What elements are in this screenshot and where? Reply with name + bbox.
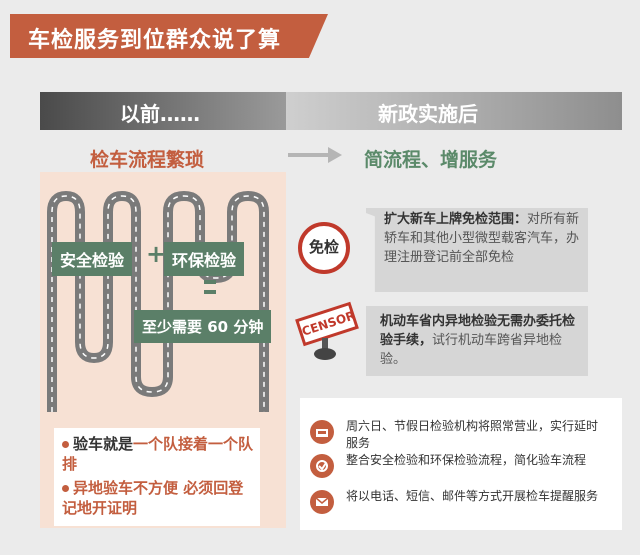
exempt-badge: 免检 xyxy=(298,222,350,274)
bullet-icon xyxy=(62,485,69,492)
page-title: 车检服务到位群众说了算 xyxy=(28,28,282,53)
stamp-icon: CENSOR xyxy=(295,301,359,368)
equals-icon xyxy=(204,280,216,296)
exempt-badge-label: 免检 xyxy=(308,238,339,256)
header-before: 以前…… xyxy=(40,92,286,130)
winding-road-icon xyxy=(47,190,269,412)
bullet-icon xyxy=(62,441,69,448)
subheading-before: 检车流程繁琐 xyxy=(90,149,205,171)
header-before-label: 以前…… xyxy=(120,102,200,126)
list-item: 异地验车不方便 必须回登记地开证明 xyxy=(62,479,244,517)
header-after-label: 新政实施后 xyxy=(378,102,478,126)
subheading-after: 简流程、增服务 xyxy=(364,149,498,171)
old-notes-box: 验车就是一个队接着一个队排 异地验车不方便 必须回登记地开证明 xyxy=(54,428,260,526)
tag-safety-check: 安全检验 xyxy=(52,242,133,276)
arrow-right-icon xyxy=(288,147,342,163)
merge-icon xyxy=(310,454,334,478)
tag-env-check: 环保检验 xyxy=(164,242,245,276)
title-banner: 车检服务到位群众说了算 xyxy=(10,14,328,58)
header-after: 新政实施后 xyxy=(286,92,622,130)
new-item-text: 机动车省内异地检验无需办委托检验手续，试行机动车跨省异地检验。 xyxy=(380,314,576,367)
new-item-box xyxy=(366,306,588,376)
new-item-text: 扩大新车上牌免检范围：对所有新轿车和其他小型微型载客汽车，办理注册登记前全部免检 xyxy=(384,212,580,265)
mail-icon xyxy=(310,490,334,514)
service-list: 周六日、节假日检验机构将照常营业，实行延时服务 整合安全检验和环保检验流程，简化… xyxy=(300,398,622,530)
list-item: 验车就是一个队接着一个队排 xyxy=(62,435,254,473)
shop-open-icon xyxy=(310,420,334,444)
plus-sign: + xyxy=(146,240,167,268)
tag-time-required: 至少需要 60 分钟 xyxy=(134,310,272,343)
new-item-box xyxy=(366,208,588,292)
